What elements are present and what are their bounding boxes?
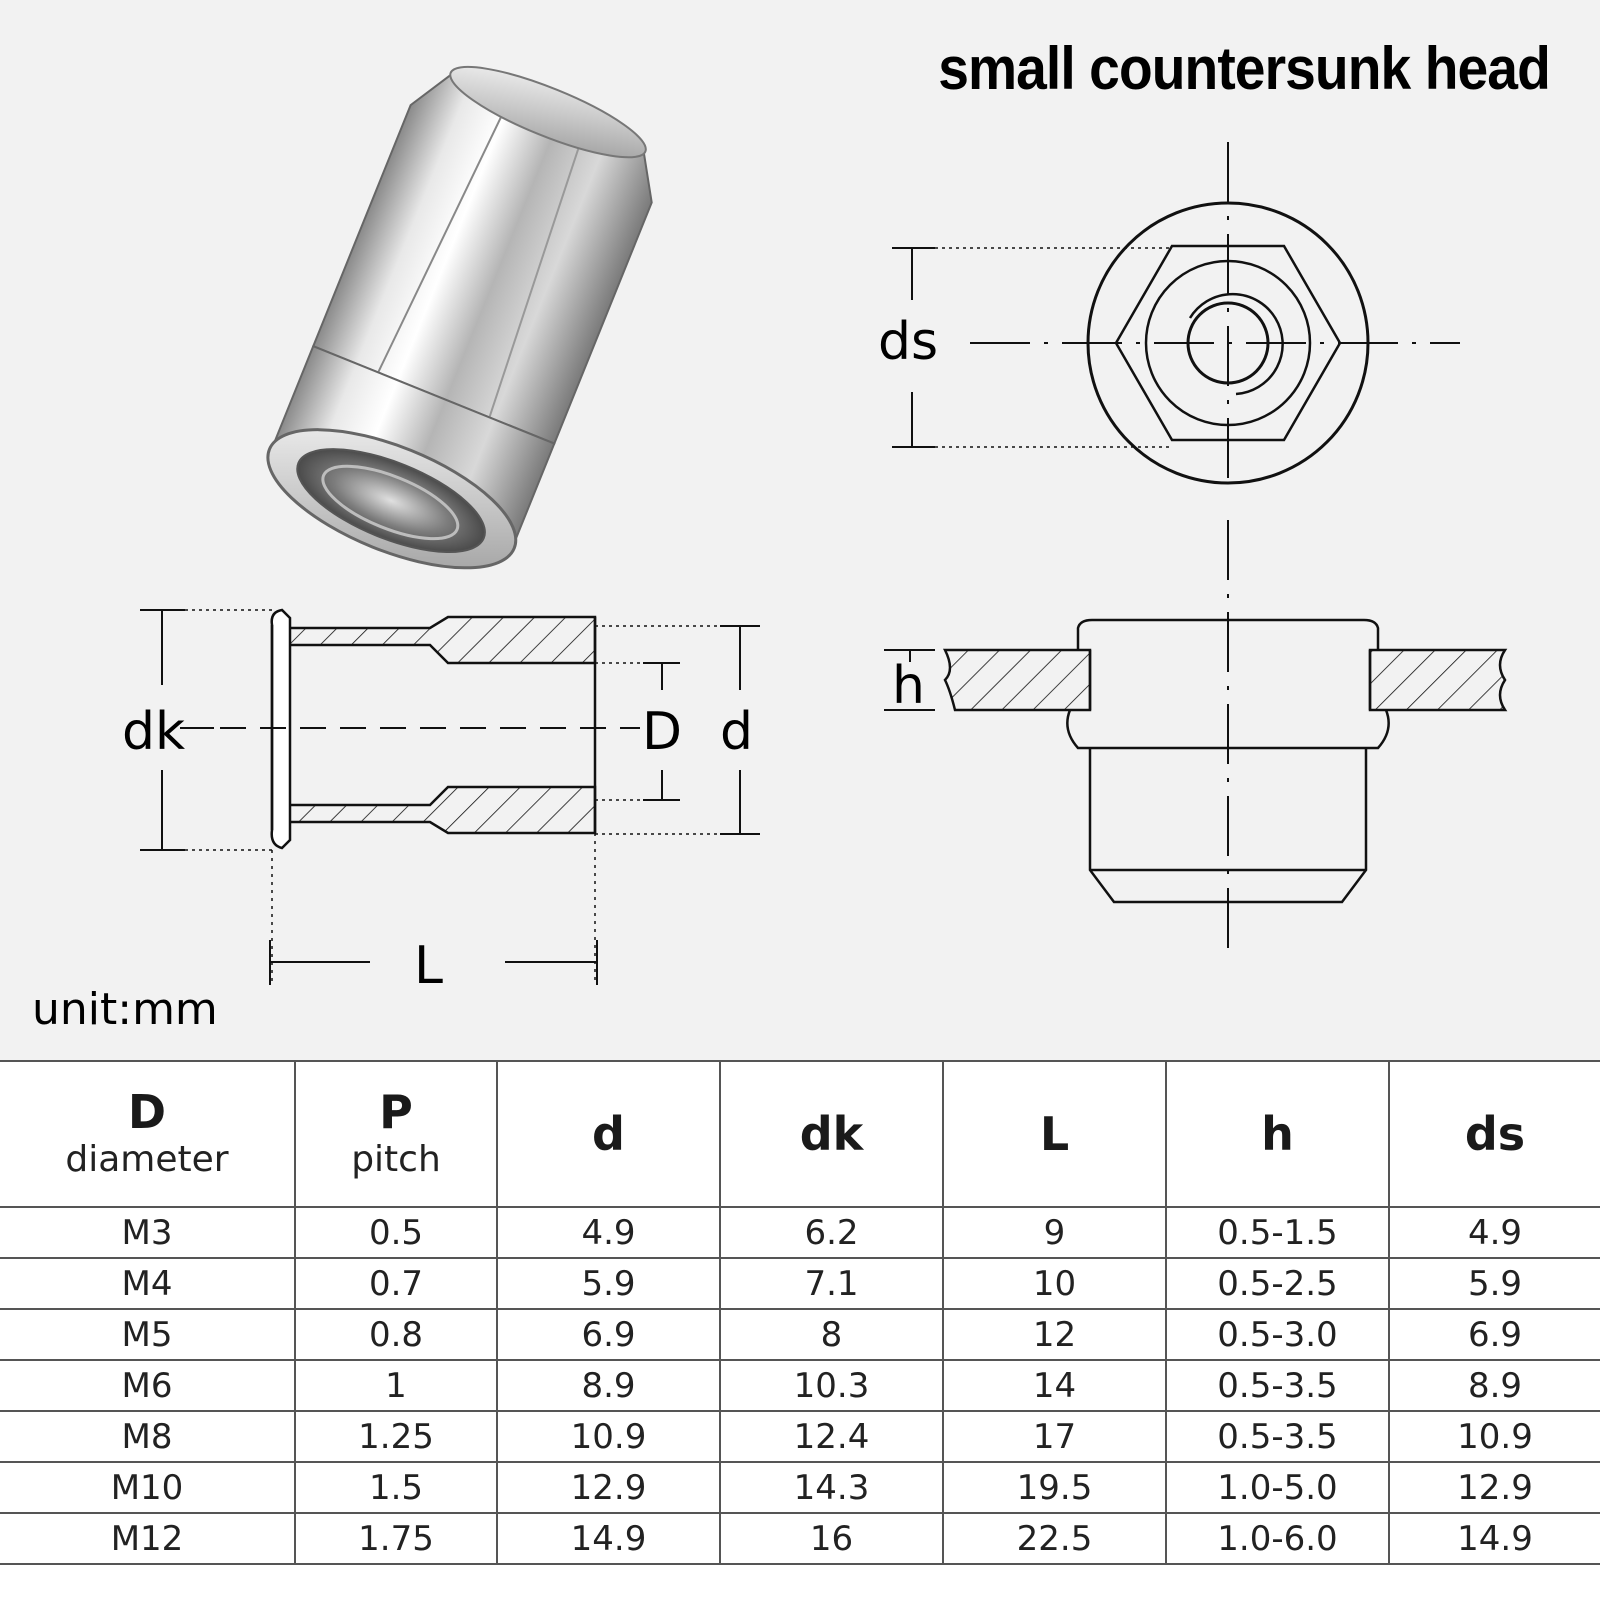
table-cell: M8 — [0, 1411, 296, 1463]
table-cell: 5.9 — [1389, 1258, 1600, 1310]
table-row: M6 1 8.9 10.3 14 0.5-3.5 8.9 — [0, 1360, 1600, 1412]
table-row: M8 1.25 10.9 12.4 17 0.5-3.5 10.9 — [0, 1411, 1600, 1463]
table-cell: 0.7 — [295, 1258, 498, 1310]
table-cell: 6.2 — [720, 1207, 944, 1259]
table-cell: M3 — [0, 1207, 296, 1259]
dim-label-h: h — [892, 656, 925, 716]
technical-drawing — [140, 65, 1508, 985]
dim-label-d: d — [720, 702, 754, 762]
dim-label-L: L — [414, 936, 443, 996]
table-cell: 9 — [943, 1207, 1167, 1259]
table-cell: 0.5-3.0 — [1166, 1309, 1390, 1361]
header-symbol: L — [1039, 1106, 1070, 1161]
table-cell: 1.75 — [295, 1513, 498, 1565]
table-cell: M12 — [0, 1513, 296, 1565]
table-cell: 14.3 — [720, 1462, 944, 1514]
table-row: M4 0.7 5.9 7.1 10 0.5-2.5 5.9 — [0, 1258, 1600, 1310]
diagram-area: small countersunk head ds dk D d L h uni… — [0, 0, 1600, 1060]
table-cell: 17 — [943, 1411, 1167, 1463]
header-symbol: dk — [799, 1106, 864, 1161]
table-cell: 14 — [943, 1360, 1167, 1412]
header-symbol: D — [127, 1085, 167, 1140]
header-L: L — [943, 1060, 1167, 1208]
table-cell: M4 — [0, 1258, 296, 1310]
table-cell: 10.9 — [497, 1411, 721, 1463]
table-cell: 1.0-6.0 — [1166, 1513, 1390, 1565]
header-symbol: d — [592, 1106, 625, 1161]
table-cell: 10.3 — [720, 1360, 944, 1412]
installed-section-view — [884, 520, 1508, 960]
table-cell: 8.9 — [497, 1360, 721, 1412]
table-cell: 8 — [720, 1309, 944, 1361]
header-symbol: h — [1261, 1106, 1294, 1161]
table-cell: 12.9 — [1389, 1462, 1600, 1514]
header-symbol: P — [379, 1085, 413, 1140]
table-cell: 12 — [943, 1309, 1167, 1361]
table-cell: M5 — [0, 1309, 296, 1361]
table-cell: 5.9 — [497, 1258, 721, 1310]
header-d: d — [497, 1060, 721, 1208]
table-cell: M10 — [0, 1462, 296, 1514]
table-cell: 6.9 — [497, 1309, 721, 1361]
table-cell: 14.9 — [1389, 1513, 1600, 1565]
header-symbol: ds — [1464, 1106, 1526, 1161]
header-ds: ds — [1389, 1060, 1600, 1208]
top-view — [892, 142, 1460, 490]
table-cell: 6.9 — [1389, 1309, 1600, 1361]
table-cell: 7.1 — [720, 1258, 944, 1310]
table-row: M3 0.5 4.9 6.2 9 0.5-1.5 4.9 — [0, 1207, 1600, 1259]
header-sub: diameter — [65, 1138, 229, 1180]
table-cell: 0.5-2.5 — [1166, 1258, 1390, 1310]
table-cell: 14.9 — [497, 1513, 721, 1565]
table-row: M5 0.8 6.9 8 12 0.5-3.0 6.9 — [0, 1309, 1600, 1361]
dim-label-dk: dk — [122, 702, 186, 762]
header-h: h — [1166, 1060, 1390, 1208]
header-dk: dk — [720, 1060, 944, 1208]
header-sub: pitch — [351, 1138, 441, 1180]
table-cell: M6 — [0, 1360, 296, 1412]
table-cell: 1.0-5.0 — [1166, 1462, 1390, 1514]
table-cell: 4.9 — [497, 1207, 721, 1259]
table-cell: 4.9 — [1389, 1207, 1600, 1259]
table-row: M12 1.75 14.9 16 22.5 1.0-6.0 14.9 — [0, 1513, 1600, 1565]
table-cell: 0.8 — [295, 1309, 498, 1361]
side-section-view — [140, 608, 760, 985]
dim-label-ds: ds — [878, 312, 939, 372]
table-cell: 19.5 — [943, 1462, 1167, 1514]
table-cell: 22.5 — [943, 1513, 1167, 1565]
table-cell: 0.5 — [295, 1207, 498, 1259]
table-cell: 0.5-3.5 — [1166, 1411, 1390, 1463]
table-cell: 16 — [720, 1513, 944, 1565]
table-cell: 10.9 — [1389, 1411, 1600, 1463]
table-row: M10 1.5 12.9 14.3 19.5 1.0-5.0 12.9 — [0, 1462, 1600, 1514]
table-cell: 0.5-1.5 — [1166, 1207, 1390, 1259]
table-cell: 1 — [295, 1360, 498, 1412]
table-cell: 12.4 — [720, 1411, 944, 1463]
table-cell: 10 — [943, 1258, 1167, 1310]
unit-label: unit:mm — [32, 984, 218, 1035]
page-title: small countersunk head — [938, 35, 1551, 102]
dim-label-D: D — [642, 702, 683, 762]
rivet-nut-photo — [266, 65, 653, 570]
table-cell: 1.5 — [295, 1462, 498, 1514]
table-cell: 8.9 — [1389, 1360, 1600, 1412]
table-cell: 12.9 — [497, 1462, 721, 1514]
table-cell: 1.25 — [295, 1411, 498, 1463]
table-cell: 0.5-3.5 — [1166, 1360, 1390, 1412]
